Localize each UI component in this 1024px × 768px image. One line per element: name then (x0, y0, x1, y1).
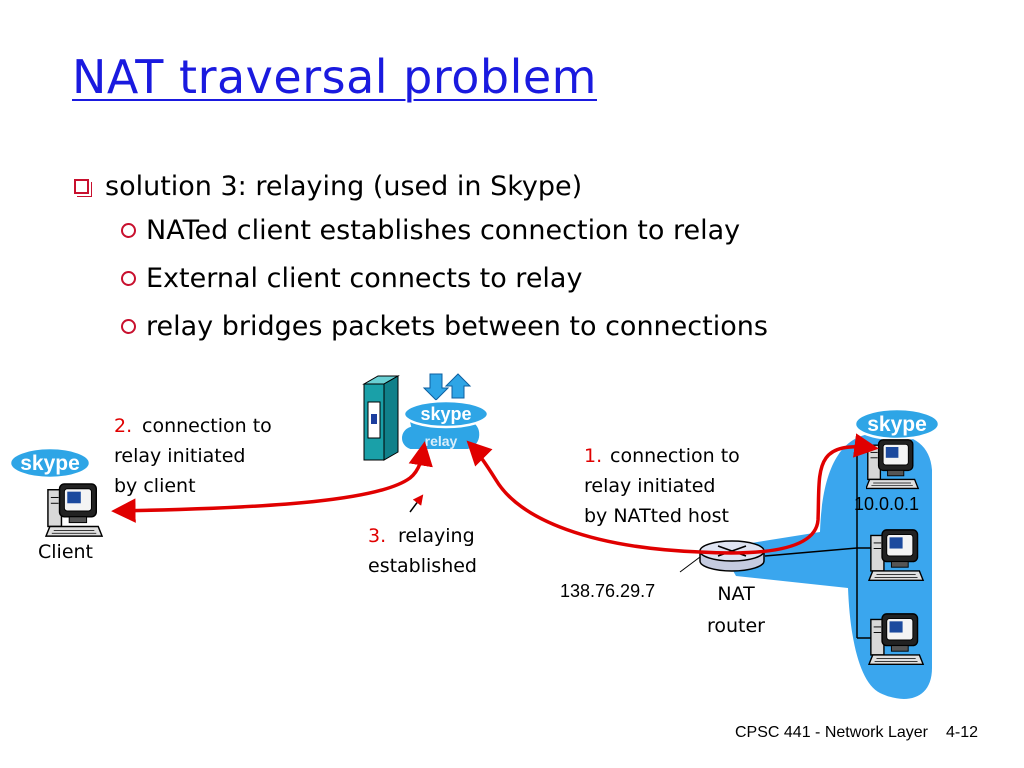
skype-relay-brand: skype (420, 404, 471, 424)
connection-host-to-relay (466, 433, 879, 555)
nat-public-ip: 138.76.29.7 (560, 581, 655, 601)
step1-number: 1. (584, 445, 602, 467)
step3-line2: established (368, 555, 477, 577)
nat-router-icon (699, 540, 765, 572)
skype-logo-host: skype (853, 407, 941, 441)
step3-line1: relaying (398, 525, 475, 547)
circle-bullet-icon (121, 270, 136, 286)
step2-number: 2. (114, 415, 132, 437)
lan-computer-icon (868, 613, 924, 666)
relay-server-icon (362, 375, 400, 461)
lan-computer-icon (868, 529, 924, 582)
square-bullet-icon (74, 178, 89, 194)
step1-line3: by NATted host (584, 505, 729, 527)
ip-pointer-line (679, 556, 701, 573)
step2-line3: by client (114, 475, 196, 497)
footer-page-number: 4-12 (945, 724, 978, 741)
nat-router-label-line2: router (707, 615, 765, 637)
sub-bullet-text: relay bridges packets between to connect… (146, 310, 768, 342)
bullet-main-text: solution 3: relaying (used in Skype) (105, 170, 583, 202)
client-label: Client (38, 541, 93, 563)
skype-client-brand: skype (20, 452, 80, 475)
sub-bullet: relay bridges packets between to connect… (121, 302, 972, 350)
up-down-arrows-icon (422, 373, 472, 401)
nat-router-label-line1: NAT (717, 583, 755, 605)
sub-bullet-text: NATed client establishes connection to r… (146, 214, 741, 246)
skype-logo-client: skype (8, 446, 92, 480)
circle-bullet-icon (121, 222, 136, 238)
slide-footer: CPSC 441 - Network Layer 4-12 (735, 724, 978, 742)
bullet-list: solution 3: relaying (used in Skype) NAT… (72, 166, 972, 350)
slide-title: NAT traversal problem (72, 50, 597, 104)
sub-bullet-text: External client connects to relay (146, 262, 583, 294)
lan-wire (764, 547, 858, 557)
host-private-ip: 10.0.0.1 (854, 494, 919, 514)
sub-bullet: External client connects to relay (121, 254, 972, 302)
client-computer-icon (45, 483, 103, 537)
step1-line1: connection to (610, 445, 740, 467)
relay-brand: relay (425, 433, 458, 449)
skype-relay-logo: skype relay (400, 399, 490, 451)
skype-host-brand: skype (867, 413, 927, 436)
step2-line1: connection to (142, 415, 272, 437)
bullet-main: solution 3: relaying (used in Skype) (72, 166, 972, 206)
step2-line2: relay initiated (114, 445, 245, 467)
circle-bullet-icon (121, 318, 136, 334)
relay-pointer-arrow (409, 494, 424, 513)
sub-bullet: NATed client establishes connection to r… (121, 206, 972, 254)
footer-course: CPSC 441 - Network Layer (735, 724, 928, 741)
connection-client-to-relay (111, 441, 433, 523)
step1-line2: relay initiated (584, 475, 715, 497)
step3-number: 3. (368, 525, 386, 547)
